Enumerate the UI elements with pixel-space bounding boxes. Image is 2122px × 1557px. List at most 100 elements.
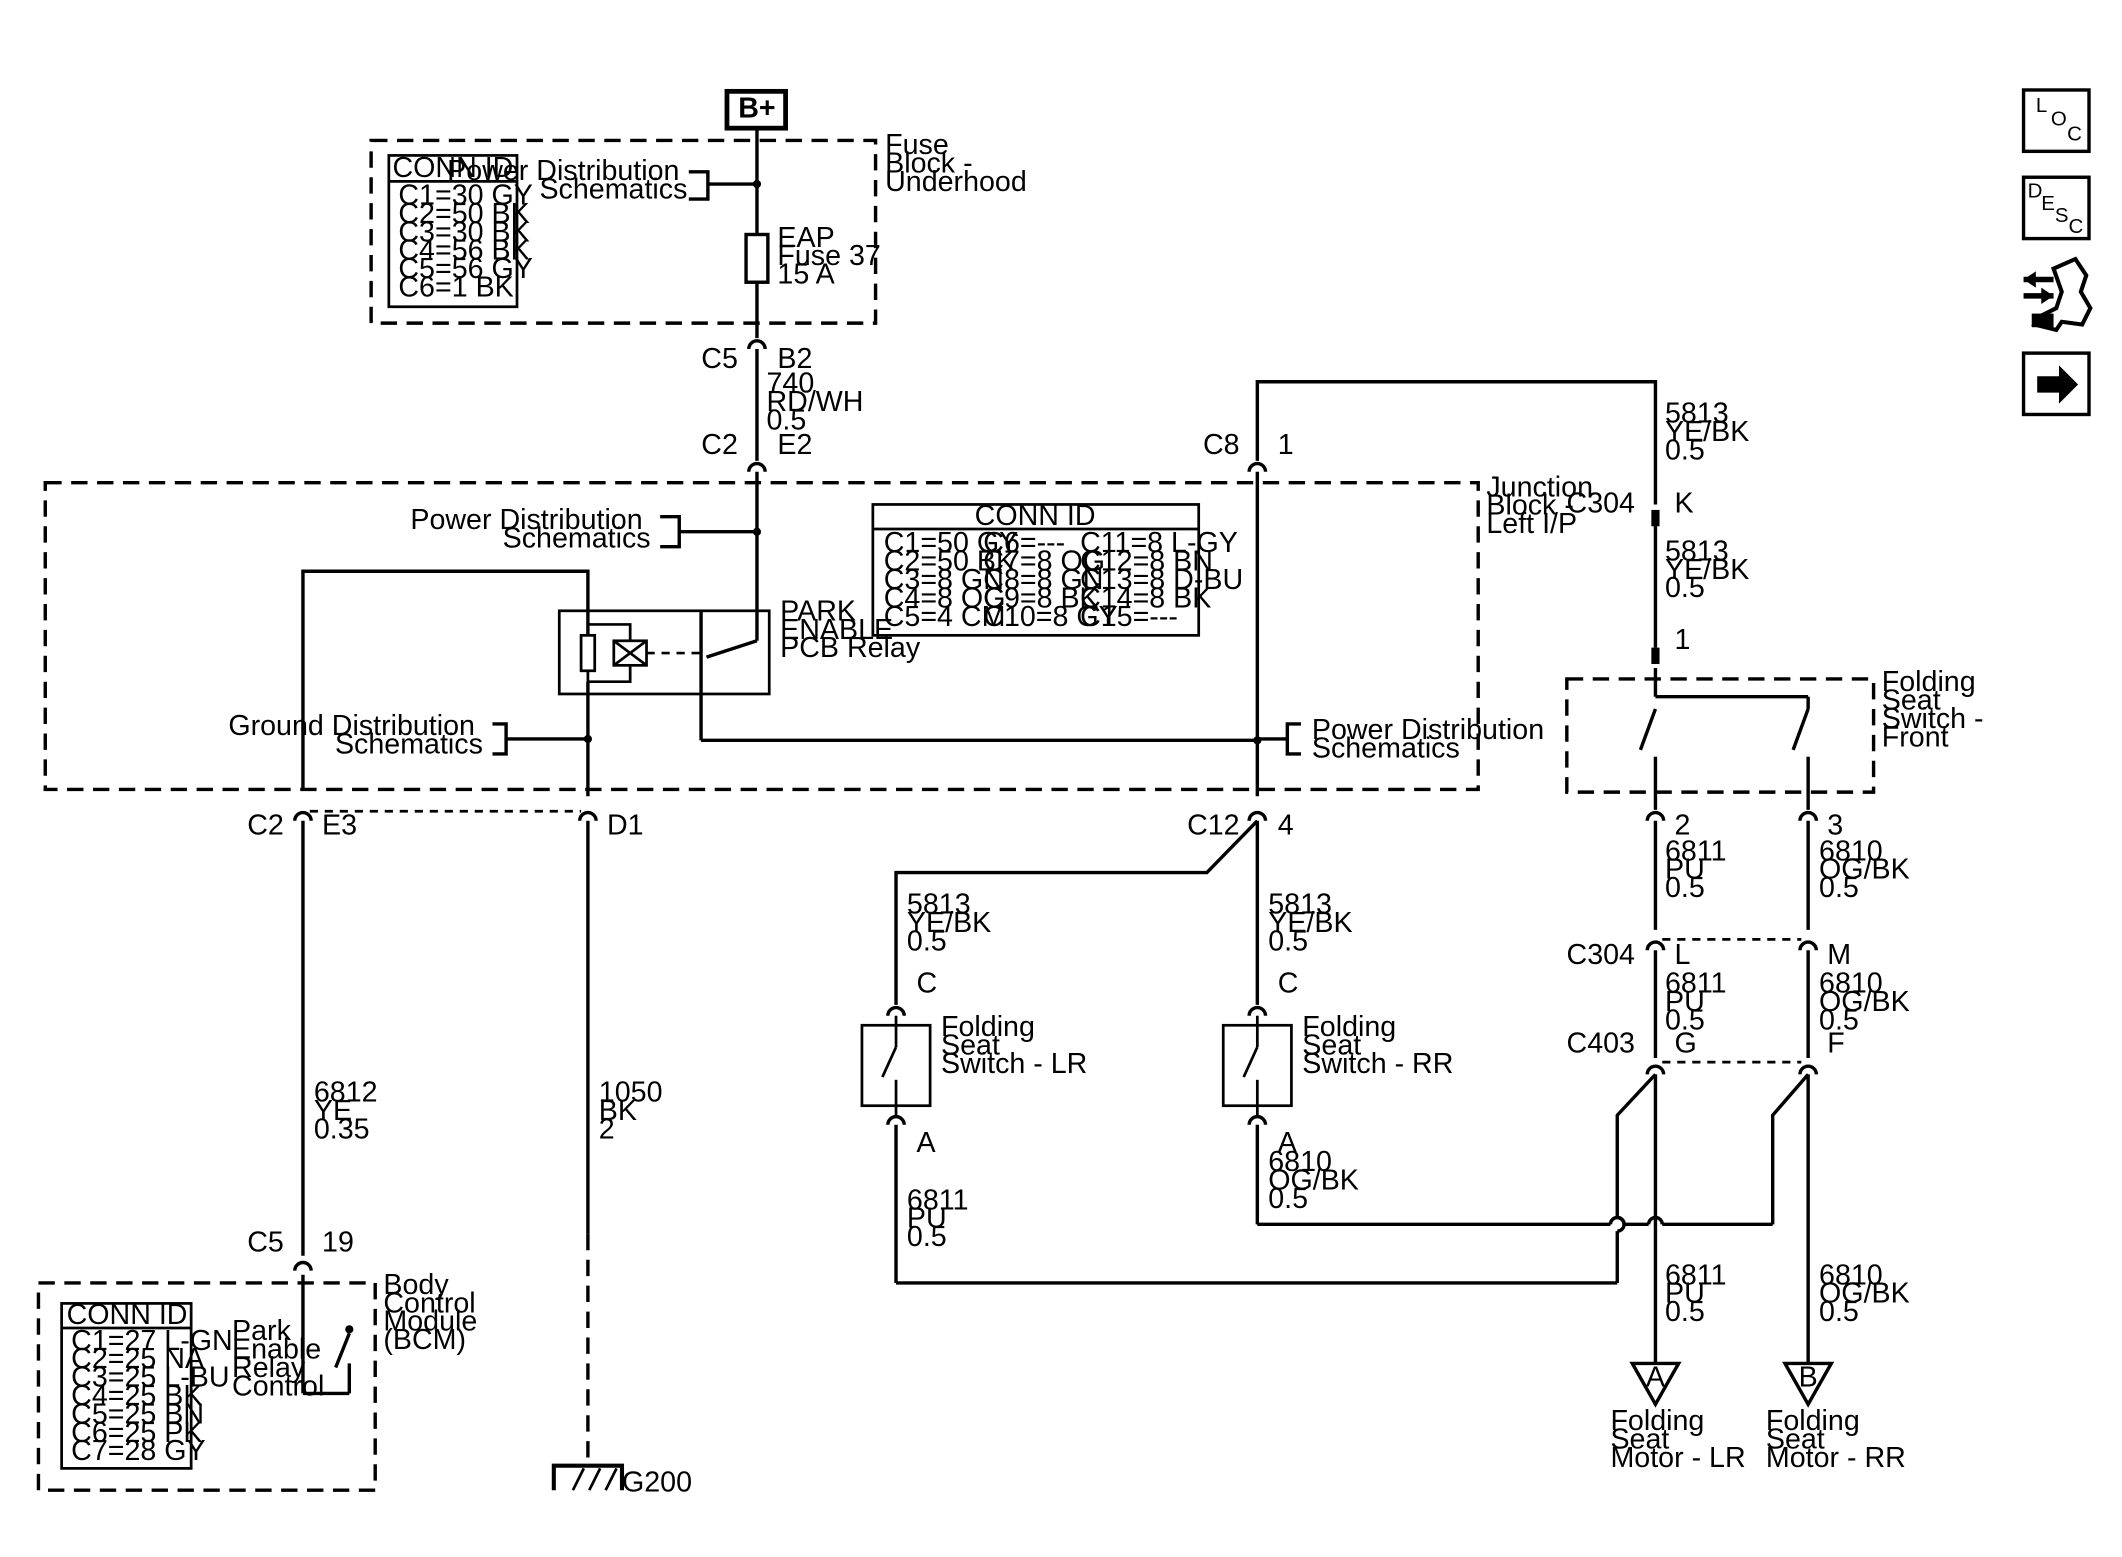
conn-e2: E2 xyxy=(777,429,812,461)
fuse-conn-id-table xyxy=(387,154,519,309)
loc-button[interactable]: L O C xyxy=(2021,88,2091,154)
connector-arc xyxy=(1247,1115,1268,1126)
desc-button[interactable]: D E S C xyxy=(2021,175,2091,241)
svg-text:E: E xyxy=(2041,192,2055,215)
conn-c12: C12 xyxy=(1187,809,1240,841)
fuse-block-outline xyxy=(369,138,878,325)
ground-distribution-link[interactable]: Ground Distribution Schematics xyxy=(228,710,483,760)
wire-6810-b-label: 6810 OG/BK 0.5 xyxy=(1819,968,1918,1037)
wrench-arrows-icon xyxy=(2023,256,2093,333)
conn-c304-k: K xyxy=(1675,488,1694,520)
junction-conn-id-table xyxy=(871,503,1201,637)
conn-c8-pin: 1 xyxy=(1278,429,1294,461)
junction-conn-col2: C6=--- C7=8 OG C8=8 GN C9=8 BK C10=8 GY xyxy=(983,527,1117,633)
wire-6811-a-label: 6811 PU 0.5 xyxy=(1665,835,1735,904)
fsw-front-title: Folding Seat Switch - Front xyxy=(1882,666,1992,753)
conn-c5: C5 xyxy=(701,343,738,375)
power-distribution-link-3[interactable]: Power Distribution Schematics xyxy=(1312,714,1552,764)
fsw-lr-pin-a: A xyxy=(916,1127,936,1159)
seat-motor-lr-letter: A xyxy=(1646,1362,1666,1394)
conn-c403-f: F xyxy=(1827,1028,1845,1060)
fsw-rr-pin-a: A xyxy=(1278,1127,1298,1159)
seat-motor-lr-triangle xyxy=(1629,1361,1682,1408)
connector-arc xyxy=(747,339,767,350)
conn-c304-l: L xyxy=(1675,939,1691,971)
connector-arc xyxy=(1798,1064,1819,1075)
conn-c304-bottom: C304 xyxy=(1567,939,1636,971)
connector-arc xyxy=(1798,810,1819,821)
fsw-lr-pin-c: C xyxy=(916,968,937,1000)
power-distribution-link-2[interactable]: Power Distribution Schematics xyxy=(410,504,650,554)
fuse-conn-id-header: CONN ID xyxy=(392,152,513,184)
fsw-rr-pin-c: C xyxy=(1278,968,1299,1000)
connector-arc xyxy=(886,1005,906,1016)
bcm-title: Body Control Module (BCM) xyxy=(383,1269,485,1356)
fuse-37-label: EAP Fuse 37 15 A xyxy=(777,222,888,291)
connector-end-view-button[interactable] xyxy=(2023,256,2093,333)
connector-arc xyxy=(1645,810,1666,821)
bcm-relay-control-label: Park Enable Relay Control xyxy=(232,1315,329,1402)
fsw-lr-title: Folding Seat Switch - LR xyxy=(941,1011,1087,1080)
b-plus-box xyxy=(724,88,788,131)
connector-arc xyxy=(886,1115,906,1126)
wire-6810-c-label: 6810 OG/BK 0.5 xyxy=(1819,1259,1918,1328)
svg-text:S: S xyxy=(2055,204,2069,227)
connector-arc xyxy=(1247,461,1268,472)
connector-arc xyxy=(1247,1005,1268,1016)
conn-c403: C403 xyxy=(1567,1028,1635,1060)
connector-symbols xyxy=(293,339,1819,1271)
conn-c8: C8 xyxy=(1203,429,1240,461)
seat-motor-rr-title: Folding Seat Motor - RR xyxy=(1766,1405,1906,1474)
wire-5813-rr-label: 5813 YE/BK 0.5 xyxy=(1268,888,1360,957)
folding-seat-switch-front-outline xyxy=(1565,677,1876,794)
junction-block-title: Junction Block - Left I/P xyxy=(1486,471,1601,540)
seat-motor-lr-title: Folding Seat Motor - LR xyxy=(1610,1405,1745,1474)
fsw-front-pin3: 3 xyxy=(1827,809,1843,841)
conn-e3: E3 xyxy=(322,809,357,841)
wire-6811-c-label: 6811 PU 0.5 xyxy=(1665,1259,1735,1328)
relay-coil-resistor-icon xyxy=(579,633,597,673)
connector-arc xyxy=(1798,940,1819,951)
wire-6810-a-label: 6810 OG/BK 0.5 xyxy=(1819,835,1918,904)
connector-arc xyxy=(293,1260,313,1271)
wire-6810-rr-label: 6810 OG/BK 0.5 xyxy=(1268,1146,1367,1215)
svg-text:C: C xyxy=(2067,122,2082,145)
bcm-conn-id-table xyxy=(60,1302,193,1470)
fuse-block-title: Fuse Block - Underhood xyxy=(885,129,1027,198)
park-enable-relay-label: PARK ENABLE PCB Relay xyxy=(780,595,921,664)
fsw-rr-title: Folding Seat Switch - RR xyxy=(1302,1011,1453,1080)
svg-text:D: D xyxy=(2028,180,2043,203)
conn-b2: B2 xyxy=(777,343,812,375)
connector-arc xyxy=(1247,810,1268,821)
svg-text:C: C xyxy=(2069,215,2084,238)
connector-arc xyxy=(578,810,598,821)
connector-arc xyxy=(293,810,313,821)
conn-c5-bcm: C5 xyxy=(247,1227,284,1259)
svg-text:O: O xyxy=(2051,107,2067,130)
bcm-conn-id-list: C1=27 L-GN C2=25 NA C3=25 L-BU C4=25 BK … xyxy=(71,1325,240,1467)
wire-5813-top-label: 5813 YE/BK 0.5 xyxy=(1665,398,1757,467)
svg-text:L: L xyxy=(2036,94,2047,117)
connector-arc xyxy=(1645,940,1666,951)
next-page-button[interactable] xyxy=(2021,351,2091,417)
b-plus-label: B+ xyxy=(738,92,775,124)
conn-c5-pin-19: 19 xyxy=(322,1227,354,1259)
conn-c304-top: C304 xyxy=(1567,488,1636,520)
park-enable-relay-box xyxy=(557,609,771,696)
wire-6812-label: 6812 YE 0.35 xyxy=(314,1077,386,1146)
seat-motor-rr-letter: B xyxy=(1799,1362,1818,1394)
bcm-conn-id-header: CONN ID xyxy=(67,1299,188,1331)
connector-arc xyxy=(747,461,767,472)
conn-c304-m: M xyxy=(1827,939,1851,971)
seat-motor-rr-triangle xyxy=(1782,1361,1835,1408)
power-distribution-link-1[interactable]: Power Distribution Schematics xyxy=(447,155,687,205)
ground-g200-label: G200 xyxy=(622,1467,692,1499)
conn-c2-bottom: C2 xyxy=(247,809,284,841)
arrow-right-icon xyxy=(2037,365,2079,404)
wire-6811-lr-label: 6811 PU 0.5 xyxy=(907,1184,977,1253)
wire-1050-label: 1050 BK 2 xyxy=(599,1077,671,1146)
wire-6811-b-label: 6811 PU 0.5 xyxy=(1665,968,1735,1037)
conn-c403-g: G xyxy=(1675,1028,1697,1060)
fuse-conn-id-list: C1=30 GY C2=50 BK C3=30 BK C4=56 BK C5=5… xyxy=(398,180,540,304)
